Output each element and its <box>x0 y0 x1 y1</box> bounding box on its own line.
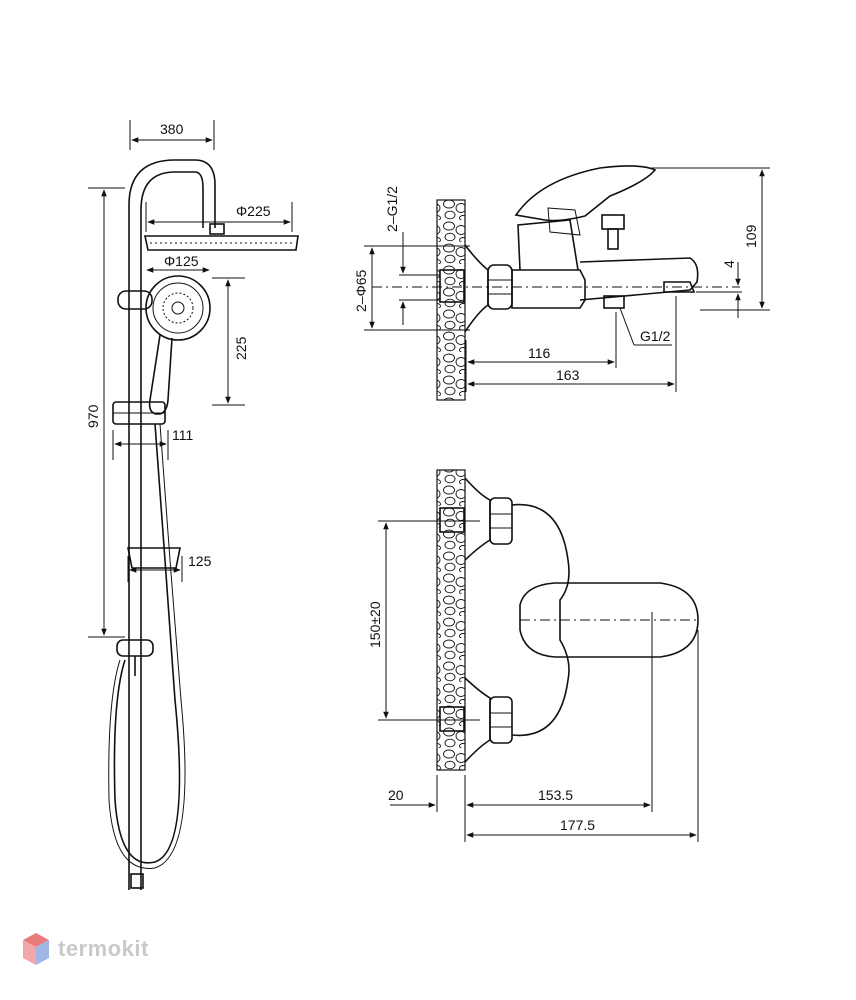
lower-clamp <box>116 639 154 657</box>
head-diameter-label: Φ225 <box>236 203 271 219</box>
hand-shower-handle <box>148 334 173 415</box>
width-label: 380 <box>160 121 184 137</box>
hose <box>113 423 181 864</box>
upper-nut-top <box>489 497 513 545</box>
hand-drop-label: 225 <box>233 336 249 360</box>
hand-shower-head <box>145 275 211 341</box>
spout-reach-label: 116 <box>528 345 551 361</box>
spout-side <box>579 257 699 301</box>
lever-reach-label: 153.5 <box>538 787 573 803</box>
total-depth-label: 163 <box>556 367 580 383</box>
hand-diameter-label: Φ125 <box>164 253 199 269</box>
spout-gap-label: 4 <box>721 260 737 268</box>
centers-label: 150±20 <box>367 601 383 648</box>
upper-flange-top <box>464 477 491 561</box>
inlet-thread-label: 2–G1/2 <box>384 186 400 232</box>
flange-diameter-label: 2–Φ65 <box>353 269 369 312</box>
lever-top <box>519 582 699 658</box>
mixer-top-view: 150±20 20 153.5 177.5 <box>367 469 700 842</box>
total-reach-label: 177.5 <box>560 817 595 833</box>
flange-side <box>464 244 489 333</box>
lower-nut-top <box>489 696 513 744</box>
cube-logo-icon <box>23 933 49 965</box>
riser-pipe-outer <box>128 159 216 890</box>
wall-offset-label: 20 <box>388 787 404 803</box>
mixer-side-view: 2–G1/2 2–Φ65 109 4 G1/2 116 163 <box>353 165 770 401</box>
shelf-depth-label: 125 <box>188 553 212 569</box>
watermark-text: termokit <box>58 936 149 961</box>
height-label: 970 <box>85 404 101 428</box>
wall-section-side <box>436 199 466 401</box>
upper-clamp <box>117 290 153 310</box>
watermark: termokit <box>22 932 149 966</box>
outlet-thread <box>603 295 625 309</box>
shelf <box>127 547 181 569</box>
outlet-thread-label: G1/2 <box>640 328 671 344</box>
mixer-height-label: 109 <box>743 224 759 248</box>
lever-side <box>514 165 657 222</box>
slider-depth-label: 111 <box>172 427 193 443</box>
head-connector <box>209 223 225 235</box>
shower-system: 380 Φ225 Φ125 225 970 111 125 <box>85 120 299 890</box>
head-shower <box>144 235 299 251</box>
mixer-body-side <box>511 269 586 309</box>
riser-pipe-inner <box>140 171 204 890</box>
wall-section-top <box>436 469 466 771</box>
